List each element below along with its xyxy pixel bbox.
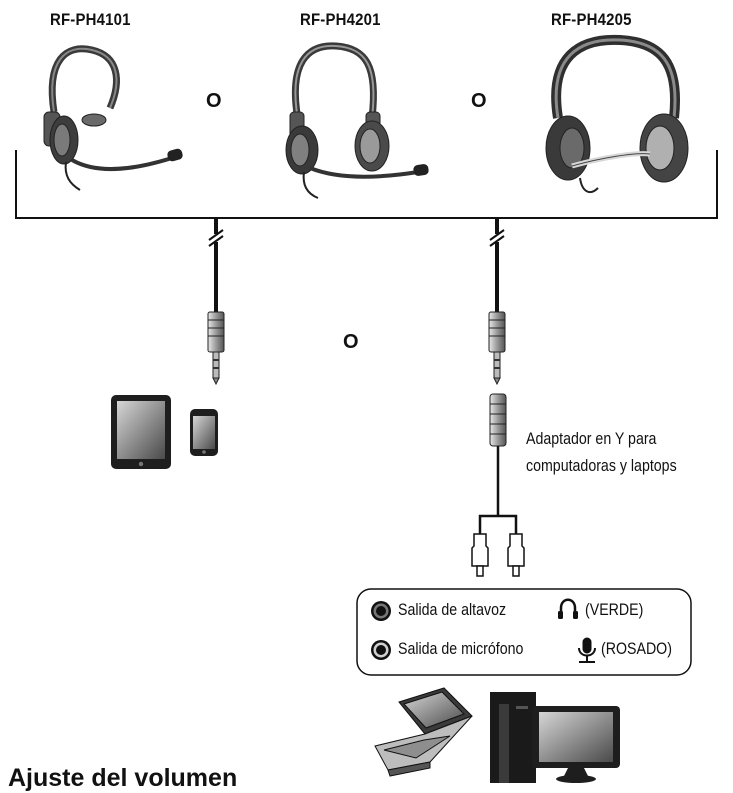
headphones-icon xyxy=(558,598,578,619)
cable-right xyxy=(489,218,505,312)
mic-jack-icon xyxy=(371,640,391,660)
audio-ports-panel xyxy=(356,588,692,676)
speaker-output-label: Salida de altavoz xyxy=(398,601,507,619)
headset-rf-ph4205-image xyxy=(545,34,689,194)
y-adapter-cables xyxy=(478,446,518,534)
y-adapter-image xyxy=(489,393,507,447)
mic-output-color: (ROSADO) xyxy=(601,640,672,658)
smartphone-image xyxy=(190,409,218,456)
headset-bracket xyxy=(15,150,718,219)
cable-left xyxy=(208,218,224,312)
model-label-rf-ph4201: RF-PH4201 xyxy=(300,10,381,29)
microphone-icon xyxy=(578,637,596,663)
speaker-output-color: (VERDE) xyxy=(585,601,644,619)
headset-rf-ph4201-image xyxy=(285,42,429,199)
adapter-description-line-1: Adaptador en Y para xyxy=(526,430,657,448)
y-adapter-plug-right xyxy=(507,533,525,577)
adapter-description-line-2: computadoras y laptops xyxy=(526,457,677,475)
or-separator-1: O xyxy=(206,90,222,112)
section-heading: Ajuste del volumen xyxy=(8,764,238,792)
y-adapter-plug-left xyxy=(471,533,489,577)
headset-rf-ph4101-image xyxy=(43,45,183,191)
audio-plug-right xyxy=(488,311,506,386)
or-separator-2: O xyxy=(471,90,487,112)
tablet-image xyxy=(111,395,171,469)
model-label-rf-ph4205: RF-PH4205 xyxy=(551,10,632,29)
or-separator-3: O xyxy=(343,331,359,353)
audio-plug-left xyxy=(207,311,225,386)
mic-output-label: Salida de micrófono xyxy=(398,640,524,658)
monitor-image xyxy=(532,706,620,783)
speaker-jack-icon xyxy=(371,601,391,621)
laptop-image xyxy=(374,687,473,777)
desktop-tower-image xyxy=(490,692,536,783)
model-label-rf-ph4101: RF-PH4101 xyxy=(50,10,131,29)
